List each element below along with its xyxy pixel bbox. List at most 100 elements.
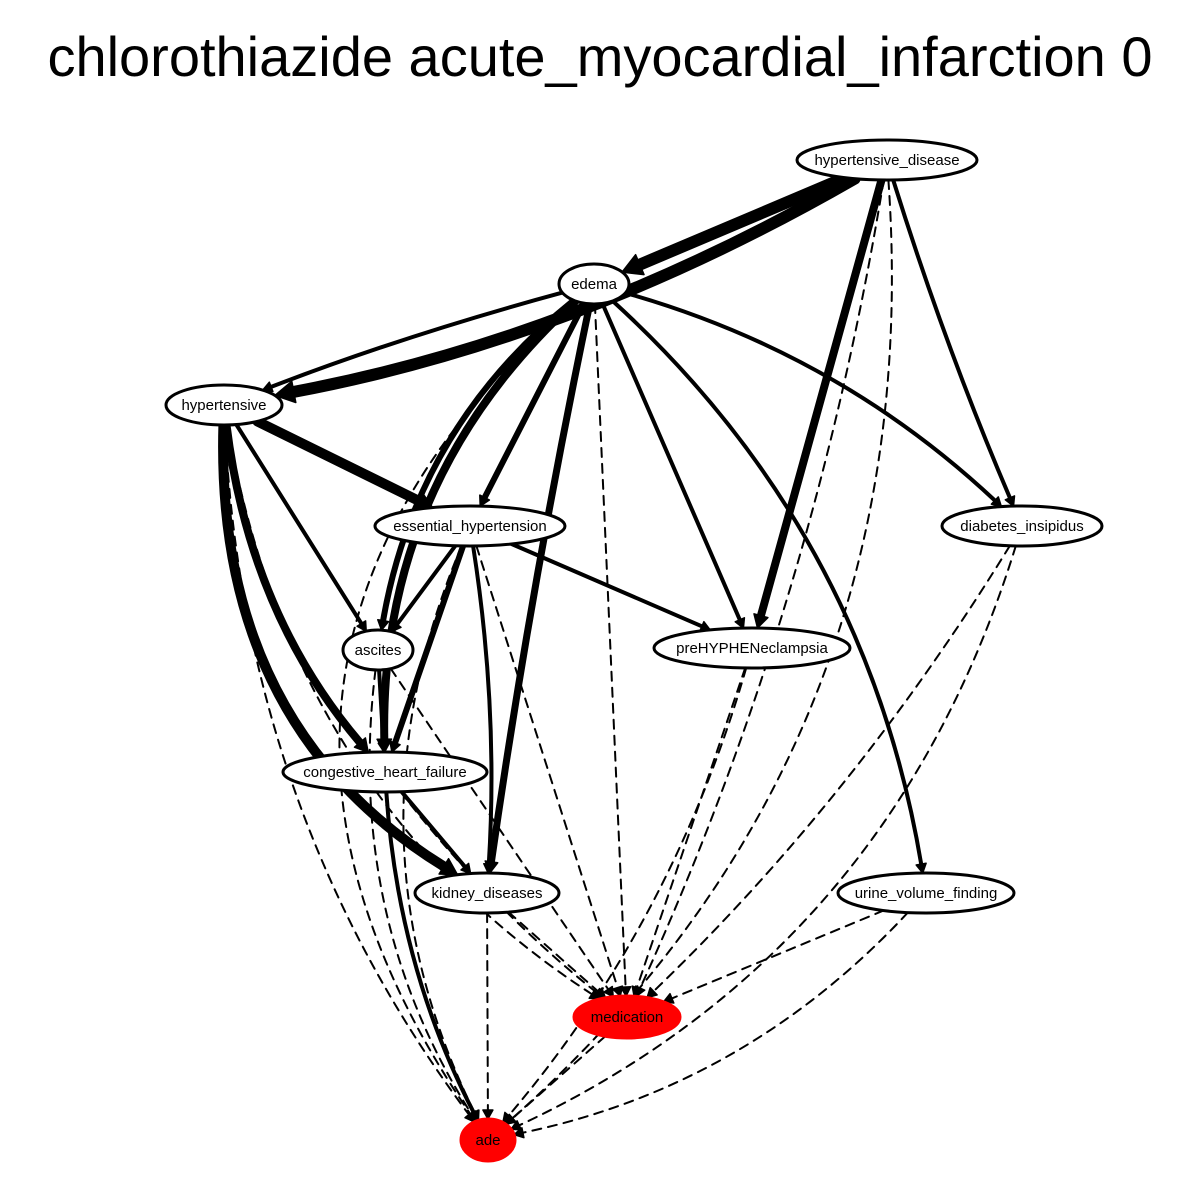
node-label-hypertensive_disease: hypertensive_disease <box>814 152 959 169</box>
node-shape-medication <box>572 994 682 1040</box>
arrowhead-hypertensive_disease-to-edema <box>621 253 645 276</box>
arrowhead-edema-to-diabetes_insipidus <box>990 496 1003 508</box>
edge-essential_hypertension-to-preHYPHENeclampsia <box>509 542 704 629</box>
edge-diabetes_insipidus-to-medication <box>652 544 1011 993</box>
edge-congestive_heart_failure-to-kidney_diseases <box>399 789 467 869</box>
edge-edema-to-essential_hypertension <box>481 300 588 501</box>
graph-title: chlorothiazide acute_myocardial_infarcti… <box>47 25 1153 88</box>
arrowhead-edema-to-preHYPHENeclampsia <box>734 617 746 629</box>
node-label-congestive_heart_failure: congestive_heart_failure <box>303 764 466 781</box>
arrowhead-edema-to-essential_hypertension <box>479 494 491 507</box>
edge-preHYPHENeclampsia-to-medication <box>635 667 747 989</box>
edge-hypertensive-to-essential_hypertension <box>252 416 424 506</box>
node-shape-urine_volume_finding <box>836 871 1016 915</box>
edge-edema-to-preHYPHENeclampsia <box>600 301 742 622</box>
arrowhead-preHYPHENeclampsia-to-medication <box>631 985 643 997</box>
edge-essential_hypertension-to-ade <box>402 544 476 1114</box>
node-shape-preHYPHENeclampsia <box>652 626 852 670</box>
edge-essential_hypertension-to-ascites <box>395 543 458 627</box>
node-essential_hypertension: essential_hypertension <box>373 504 567 548</box>
edge-preHYPHENeclampsia-to-ade <box>507 667 748 1117</box>
node-congestive_heart_failure: congestive_heart_failure <box>281 750 489 794</box>
edge-edema-to-diabetes_insipidus <box>623 290 997 503</box>
node-shape-hypertensive_disease <box>795 138 979 182</box>
arrowhead-diabetes_insipidus-to-ade <box>510 1120 523 1131</box>
edge-essential_hypertension-to-medication <box>475 545 619 989</box>
edge-hypertensive_disease-to-hypertensive <box>287 172 861 398</box>
node-shape-hypertensive <box>164 383 284 427</box>
arrowhead-essential_hypertension-to-congestive_heart_failure <box>389 740 401 753</box>
edge-essential_hypertension-to-congestive_heart_failure <box>392 542 467 746</box>
arrowhead-hypertensive_disease-to-diabetes_insipidus <box>1004 495 1016 507</box>
arrowhead-hypertensive-to-ascites <box>356 620 367 632</box>
arrowhead-ascites-to-medication <box>603 985 614 998</box>
arrowhead-kidney_diseases-to-ade <box>482 1109 494 1120</box>
node-diabetes_insipidus: diabetes_insipidus <box>940 504 1104 548</box>
edge-kidney_diseases-to-ade <box>486 912 489 1111</box>
edge-kidney_diseases-to-medication <box>507 911 600 993</box>
edge-hypertensive_disease-to-diabetes_insipidus <box>891 178 1012 500</box>
node-label-diabetes_insipidus: diabetes_insipidus <box>960 518 1083 535</box>
node-kidney_diseases: kidney_diseases <box>413 871 561 915</box>
node-label-kidney_diseases: kidney_diseases <box>432 885 543 902</box>
arrowhead-hypertensive-to-congestive_heart_failure <box>353 737 369 754</box>
edge-diabetes_insipidus-to-ade <box>518 544 1017 1127</box>
edge-hypertensive_disease-to-preHYPHENeclampsia <box>756 176 886 620</box>
arrowhead-edema-to-ascites <box>377 618 390 631</box>
edge-essential_hypertension-to-kidney_diseases <box>471 544 494 866</box>
arrowhead-urine_volume_finding-to-ade <box>513 1127 525 1139</box>
edges-layer <box>218 171 1017 1139</box>
node-label-ascites: ascites <box>355 642 402 659</box>
edge-hypertensive-to-ascites <box>234 422 364 626</box>
node-label-essential_hypertension: essential_hypertension <box>393 518 546 535</box>
node-label-edema: edema <box>571 276 618 293</box>
node-shape-essential_hypertension <box>373 504 567 548</box>
edge-edema-to-kidney_diseases <box>487 300 594 866</box>
arrowhead-essential_hypertension-to-kidney_diseases <box>483 862 495 874</box>
node-shape-kidney_diseases <box>413 871 561 915</box>
node-hypertensive_disease: hypertensive_disease <box>795 138 979 182</box>
arrowhead-ascites-to-congestive_heart_failure <box>377 741 390 753</box>
arrowhead-diabetes_insipidus-to-medication <box>646 986 658 999</box>
node-ascites: ascites <box>341 628 415 672</box>
edge-ascites-to-congestive_heart_failure <box>377 668 386 745</box>
node-ade: ade <box>459 1117 517 1163</box>
arrowhead-kidney_diseases-to-medication <box>594 987 607 999</box>
edge-edema-to-hypertensive <box>269 290 565 389</box>
edge-urine_volume_finding-to-ade <box>521 911 909 1134</box>
node-label-ade: ade <box>475 1132 500 1149</box>
arrowhead-hypertensive_disease-to-hypertensive <box>274 380 297 404</box>
node-edema: edema <box>557 262 631 306</box>
node-shape-diabetes_insipidus <box>940 504 1104 548</box>
edge-urine_volume_finding-to-medication <box>670 909 885 1000</box>
edge-hypertensive-to-kidney_diseases <box>218 420 449 872</box>
edge-hypertensive_disease-to-medication <box>639 179 885 990</box>
edge-hypertensive-to-congestive_heart_failure <box>222 421 364 747</box>
node-preHYPHENeclampsia: preHYPHENeclampsia <box>652 626 852 670</box>
node-label-medication: medication <box>591 1009 664 1026</box>
arrowhead-hypertensive-to-kidney_diseases <box>438 857 459 876</box>
edge-hypertensive_disease-to-edema <box>633 171 852 271</box>
arrowhead-congestive_heart_failure-to-ade <box>468 1109 479 1122</box>
node-label-hypertensive: hypertensive <box>181 397 266 414</box>
edge-congestive_heart_failure-to-ade <box>384 790 476 1115</box>
node-shape-ascites <box>341 628 415 672</box>
node-shape-edema <box>557 262 631 306</box>
node-label-urine_volume_finding: urine_volume_finding <box>855 885 998 902</box>
arrowhead-essential_hypertension-to-ascites <box>390 620 402 633</box>
edge-edema-to-ade <box>338 299 576 1115</box>
edge-edema-to-ascites <box>380 297 577 624</box>
arrowhead-edema-to-urine_volume_finding <box>915 862 927 874</box>
arrowhead-hypertensive_disease-to-preHYPHENeclampsia <box>753 613 769 629</box>
edge-edema-to-urine_volume_finding <box>610 298 924 867</box>
arrowhead-medication-to-ade <box>505 1113 517 1125</box>
edge-hypertensive_disease-to-ade <box>511 179 893 1120</box>
node-shape-ade <box>459 1117 517 1163</box>
node-medication: medication <box>572 994 682 1040</box>
arrowhead-essential_hypertension-to-medication <box>612 985 624 997</box>
node-shape-congestive_heart_failure <box>281 750 489 794</box>
arrowhead-edema-to-medication <box>619 986 632 997</box>
node-urine_volume_finding: urine_volume_finding <box>836 871 1016 915</box>
